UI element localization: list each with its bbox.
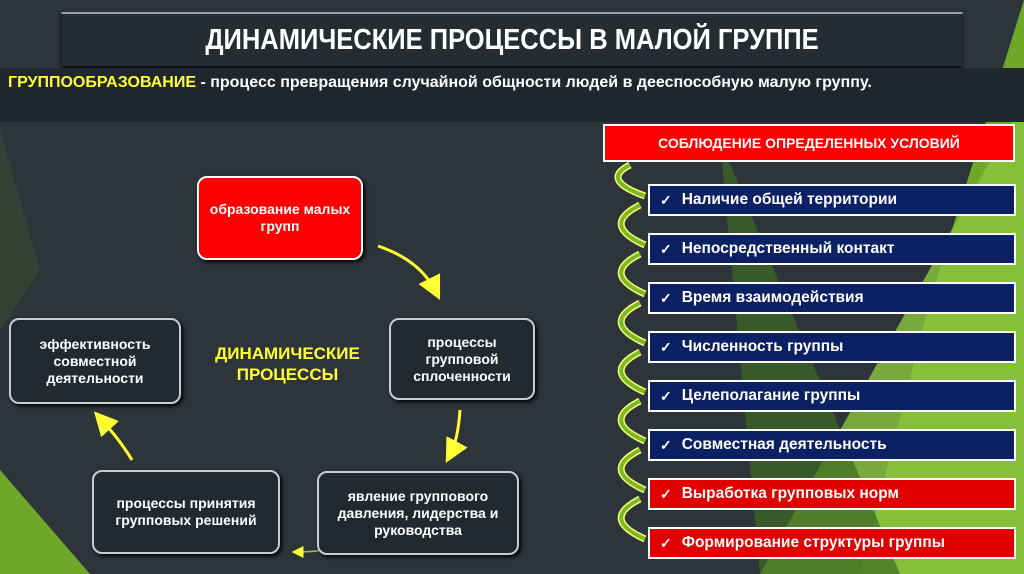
node-pressure-leadership: явление группового давления, лидерства и… — [317, 471, 519, 555]
node-effectiveness: эффективность совместной деятельности — [9, 318, 181, 404]
check-icon: ✓ — [660, 191, 672, 208]
node-cohesion: процессы групповой сплоченности — [389, 318, 535, 400]
condition-item: ✓ Численность группы — [648, 331, 1016, 363]
condition-label: Время взаимодействия — [681, 289, 864, 306]
condition-item: ✓ Формирование структуры группы — [648, 527, 1016, 559]
check-icon: ✓ — [660, 338, 672, 355]
condition-item: ✓ Выработка групповых норм — [648, 478, 1016, 510]
node-decision-making: процессы принятия групповых решений — [92, 470, 280, 554]
check-icon: ✓ — [660, 240, 672, 257]
conditions-header: СОБЛЮДЕНИЕ ОПРЕДЕЛЕННЫХ УСЛОВИЙ — [603, 124, 1015, 162]
check-icon: ✓ — [660, 387, 672, 404]
condition-label: Совместная деятельность — [681, 436, 887, 453]
node-group-formation: образование малых групп — [197, 176, 363, 260]
condition-item: ✓ Непосредственный контакт — [648, 233, 1016, 265]
definition: ГРУППООБРАЗОВАНИЕ - процесс превращения … — [0, 68, 1024, 122]
check-icon: ✓ — [660, 289, 672, 306]
arrow-icon — [445, 409, 468, 463]
arrow-icon — [377, 244, 441, 301]
definition-text: - процесс превращения случайной общности… — [196, 74, 872, 91]
condition-label: Наличие общей территории — [681, 191, 898, 208]
condition-item: ✓ Время взаимодействия — [648, 282, 1016, 314]
condition-item: ✓ Совместная деятельность — [648, 429, 1016, 461]
cycle-center-label: ДИНАМИЧЕСКИЕ ПРОЦЕССЫ — [215, 344, 360, 384]
condition-label: Выработка групповых норм — [681, 485, 899, 502]
condition-label: Целеполагание группы — [681, 387, 861, 404]
condition-item: ✓ Целеполагание группы — [648, 380, 1016, 412]
condition-label: Формирование структуры группы — [681, 534, 945, 551]
condition-item: ✓ Наличие общей территории — [648, 184, 1016, 216]
check-icon: ✓ — [660, 436, 672, 453]
check-icon: ✓ — [660, 534, 672, 551]
spiral-arrows-inner — [616, 163, 646, 541]
condition-label: Непосредственный контакт — [681, 240, 895, 257]
check-icon: ✓ — [660, 485, 672, 502]
arrow-icon — [93, 411, 134, 461]
condition-label: Численность группы — [681, 338, 844, 355]
definition-term: ГРУППООБРАЗОВАНИЕ — [8, 74, 196, 91]
slide-title: ДИНАМИЧЕСКИЕ ПРОЦЕССЫ В МАЛОЙ ГРУППЕ — [61, 12, 963, 66]
